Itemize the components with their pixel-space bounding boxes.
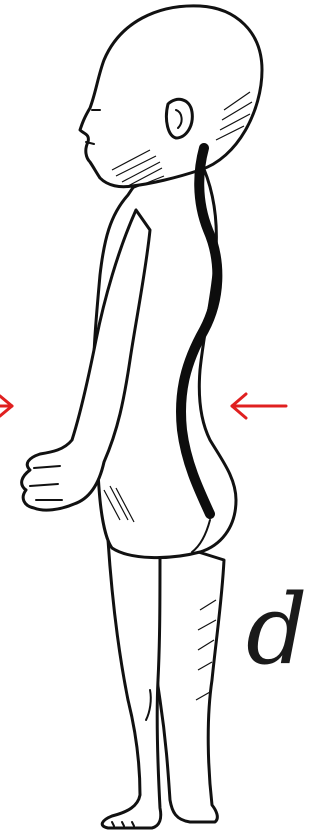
ear	[166, 99, 192, 138]
panel-label: d	[246, 582, 330, 692]
child-silhouette	[22, 6, 262, 828]
front-leg	[102, 540, 161, 828]
right-arrow	[232, 394, 286, 418]
head	[80, 6, 262, 187]
left-arrow	[0, 396, 12, 416]
back-leg	[153, 540, 224, 822]
